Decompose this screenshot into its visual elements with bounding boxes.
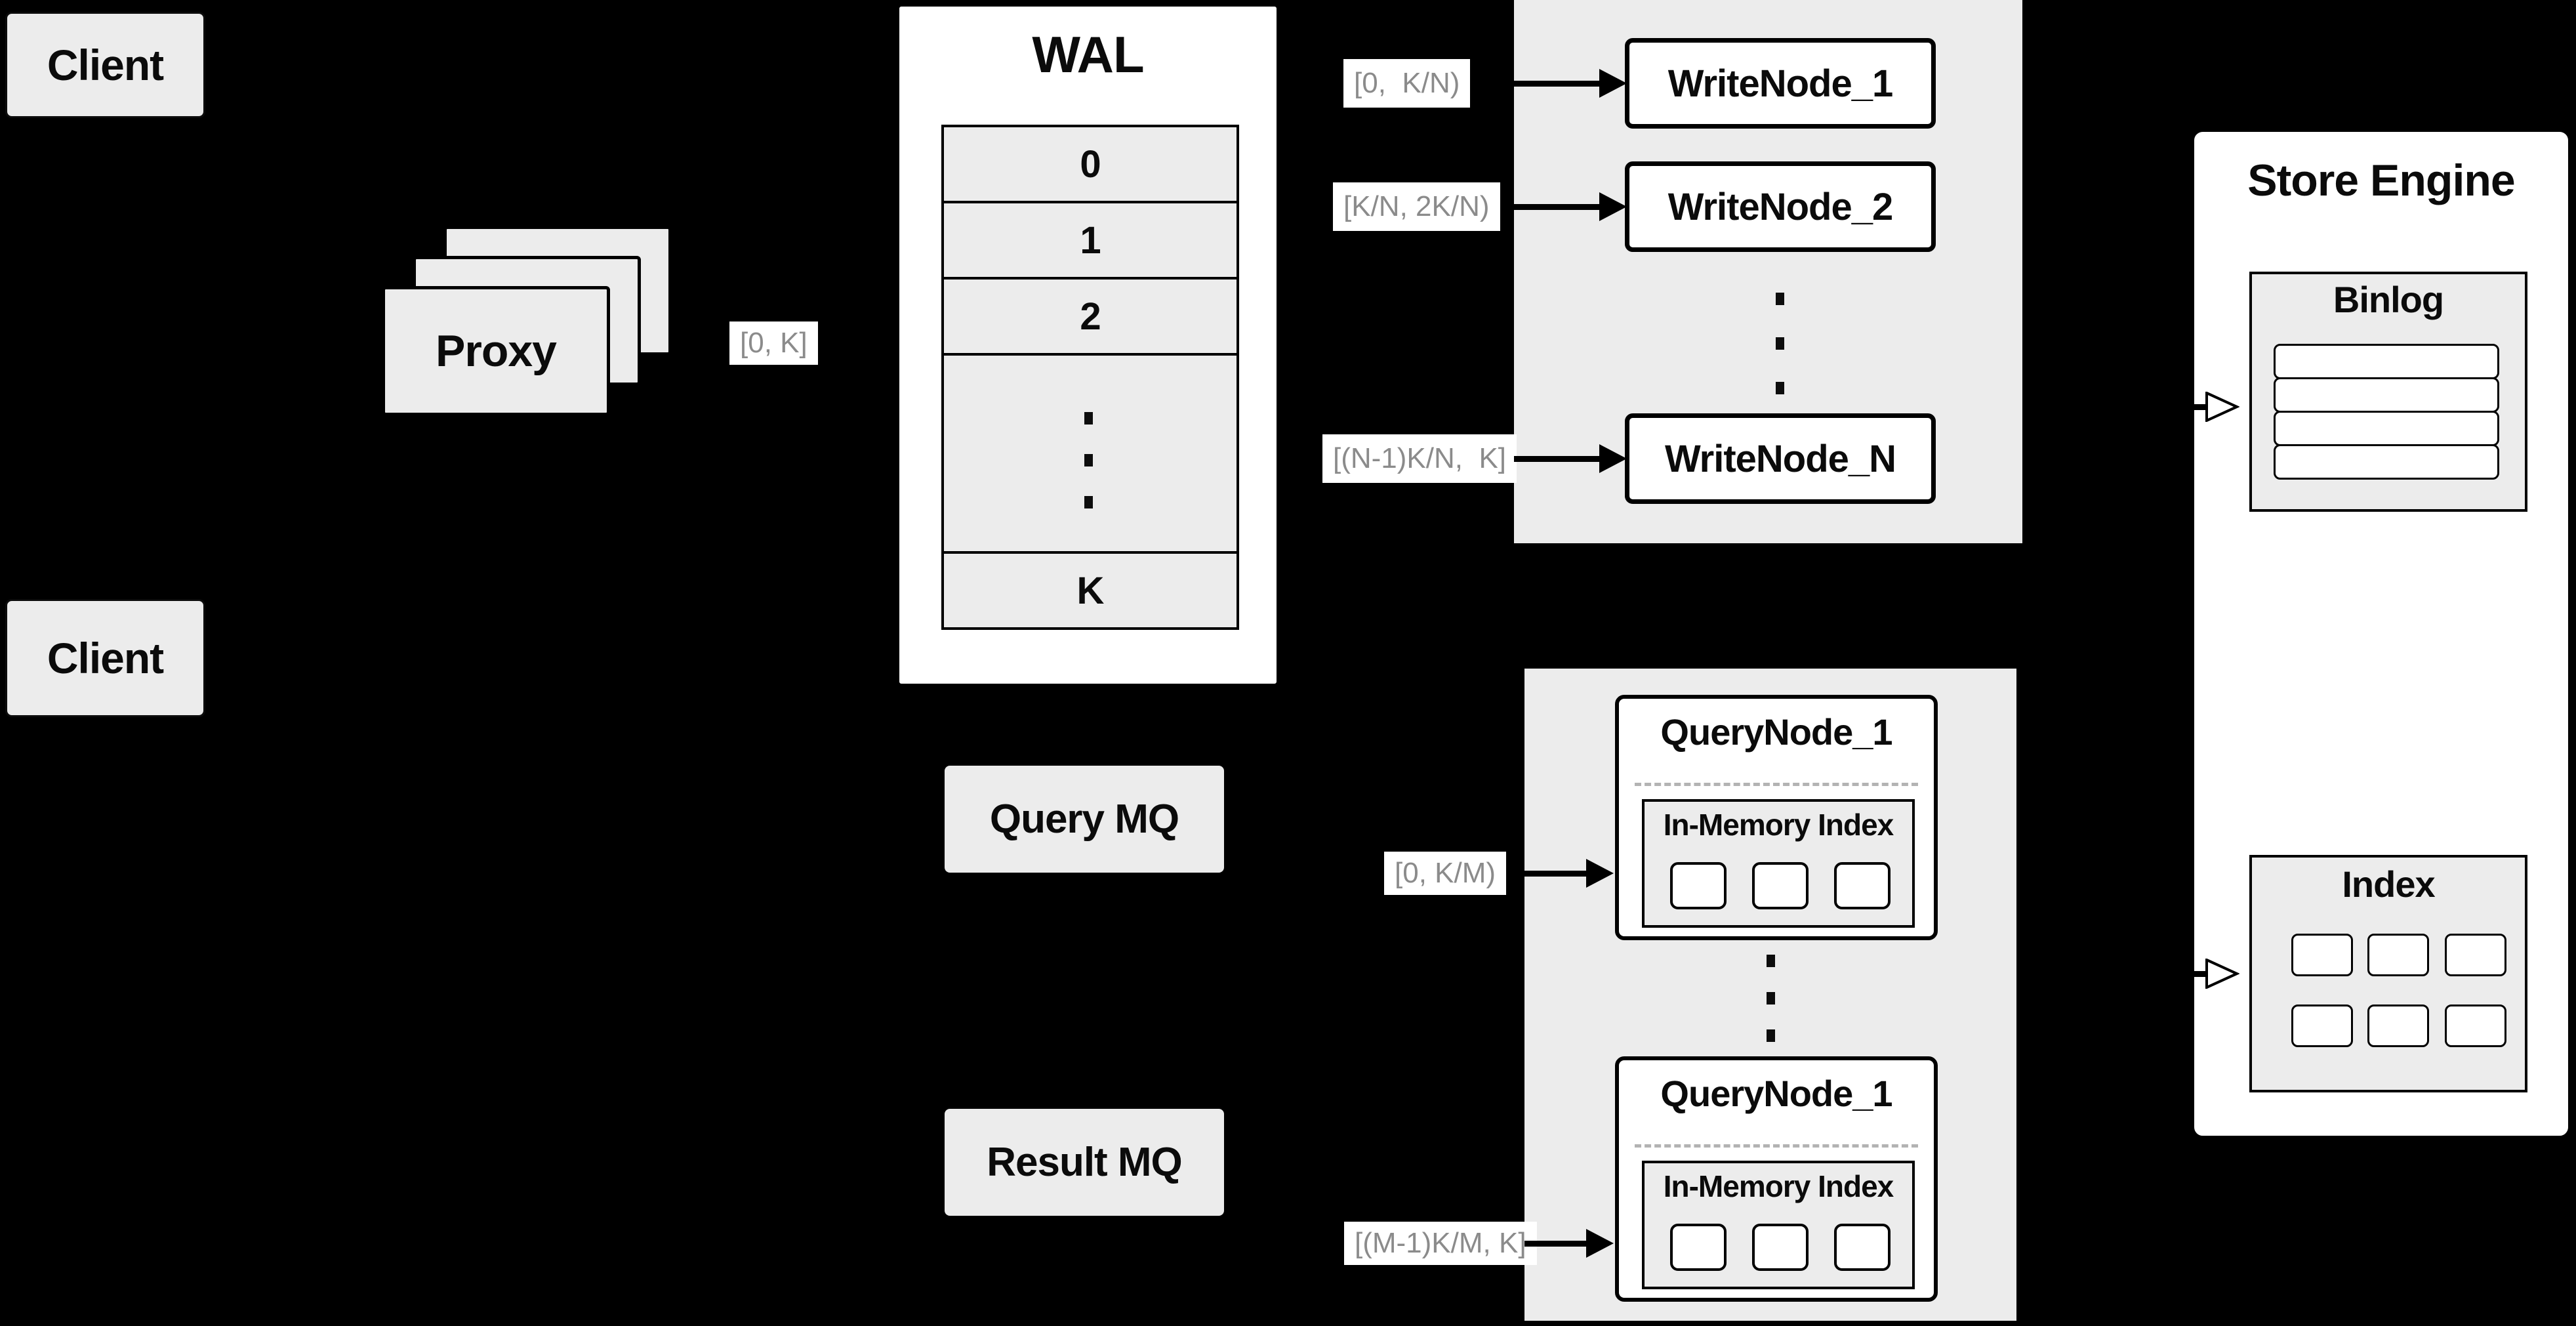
query-node-top-title: QueryNode_1 (1660, 711, 1892, 753)
arrow-to-binlog (2165, 404, 2209, 410)
wal-segment-ellipsis (941, 353, 1239, 554)
index-cell (2291, 934, 2353, 976)
write-node-ellipsis-dot (1776, 382, 1784, 394)
range-label-query-node-top: [0, K/M) (1384, 852, 1507, 895)
in-memory-index-title: In-Memory Index (1663, 808, 1894, 842)
arrowhead-to-write-node-n (1599, 444, 1627, 473)
index-segment-cell (1752, 862, 1809, 909)
arrow-to-write-node-n (1514, 456, 1601, 462)
index-cell (2367, 1005, 2429, 1047)
binlog-row (2274, 344, 2499, 379)
store-engine-title: Store Engine (2247, 155, 2515, 205)
open-arrowhead-to-index (2205, 959, 2239, 989)
arrow-to-query-node-top (1524, 871, 1587, 877)
arrowhead-to-query-node-top (1586, 859, 1614, 888)
arrow-to-write-node-2 (1514, 204, 1601, 210)
arrow-to-index (2165, 971, 2209, 977)
wal-segment-1: 1 (941, 201, 1239, 280)
index-cell (2291, 1005, 2353, 1047)
index-segment-cell (1670, 862, 1727, 909)
binlog-row (2274, 444, 2499, 480)
wal-segment-k: K (941, 551, 1239, 630)
index-title: Index (2342, 863, 2435, 905)
index-cell (2367, 934, 2429, 976)
index-segment-cell (1834, 1224, 1891, 1271)
dashed-separator (1635, 1144, 1918, 1148)
client-box-top: Client (5, 12, 205, 118)
range-label-write-node-1: [0, K/N) (1343, 59, 1471, 108)
arrowhead-to-write-node-1 (1599, 69, 1627, 98)
dashed-separator (1635, 783, 1918, 786)
query-node-bottom-title: QueryNode_1 (1660, 1073, 1892, 1114)
query-node-bottom-box: QueryNode_1 In-Memory Index (1615, 1056, 1938, 1302)
range-label-query-node-bottom: [(M-1)K/M, K] (1344, 1222, 1537, 1265)
in-memory-index-title: In-Memory Index (1663, 1169, 1894, 1203)
write-node-ellipsis-dot (1776, 337, 1784, 350)
proxy-box: Proxy (382, 286, 610, 416)
range-label-write-node-2: [K/N, 2K/N) (1333, 182, 1500, 231)
wal-ellipsis-dot (1084, 412, 1093, 425)
arrow-to-write-node-1 (1514, 81, 1601, 87)
query-node-ellipsis-dot (1767, 955, 1775, 967)
arrow-to-query-node-bottom (1524, 1241, 1587, 1247)
query-mq-box: Query MQ (945, 766, 1224, 873)
wal-ellipsis-dot (1084, 496, 1093, 508)
binlog-row (2274, 411, 2499, 446)
index-cell (2445, 1005, 2506, 1047)
client-box-bottom: Client (5, 599, 205, 717)
arrowhead-to-write-node-2 (1599, 192, 1627, 221)
in-memory-index-box-top: In-Memory Index (1642, 799, 1915, 928)
range-label-write-node-n: [(N-1)K/N, K] (1322, 434, 1517, 483)
wal-segment-0: 0 (941, 125, 1239, 203)
index-segment-cell (1834, 862, 1891, 909)
in-memory-index-box-bottom: In-Memory Index (1642, 1161, 1915, 1289)
index-segment-cell (1670, 1224, 1727, 1271)
wal-segment-2: 2 (941, 277, 1239, 356)
wal-segment-table: 0 1 2 K (941, 125, 1239, 630)
open-arrowhead-to-binlog (2205, 392, 2239, 422)
binlog-row (2274, 377, 2499, 413)
binlog-rows (2274, 344, 2499, 480)
arrowhead-to-query-node-bottom (1586, 1229, 1614, 1258)
index-segment-cell (1752, 1224, 1809, 1271)
query-node-top-box: QueryNode_1 In-Memory Index (1615, 695, 1938, 940)
write-node-n-box: WriteNode_N (1625, 413, 1936, 504)
range-label-proxy-to-wal: [0, K] (729, 321, 818, 365)
query-node-ellipsis-dot (1767, 1029, 1775, 1042)
write-node-1-box: WriteNode_1 (1625, 38, 1936, 129)
wal-title: WAL (1032, 26, 1144, 83)
result-mq-box: Result MQ (945, 1109, 1224, 1216)
write-node-2-box: WriteNode_2 (1625, 161, 1936, 252)
query-node-ellipsis-dot (1767, 992, 1775, 1005)
binlog-title: Binlog (2333, 279, 2444, 320)
write-node-ellipsis-dot (1776, 293, 1784, 305)
wal-ellipsis-dot (1084, 454, 1093, 466)
index-cell (2445, 934, 2506, 976)
